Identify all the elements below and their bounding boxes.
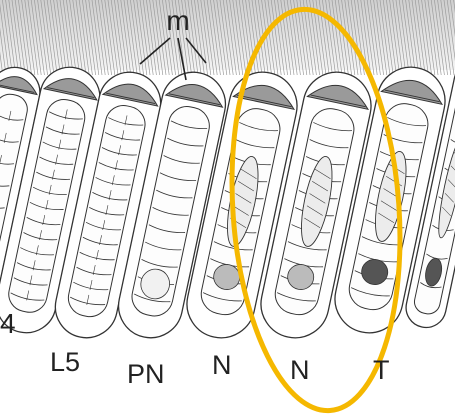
- stage-label: N: [212, 350, 232, 380]
- brood-cells: [0, 59, 455, 344]
- stage-label: L5: [50, 347, 80, 377]
- stage-label: T: [373, 355, 390, 385]
- pointer-label-m: m: [166, 5, 189, 36]
- stage-label: 4: [0, 308, 16, 339]
- comb-wall-hatching: [0, 0, 455, 75]
- stage-label: N: [290, 355, 310, 385]
- stage-label: PN: [127, 359, 165, 389]
